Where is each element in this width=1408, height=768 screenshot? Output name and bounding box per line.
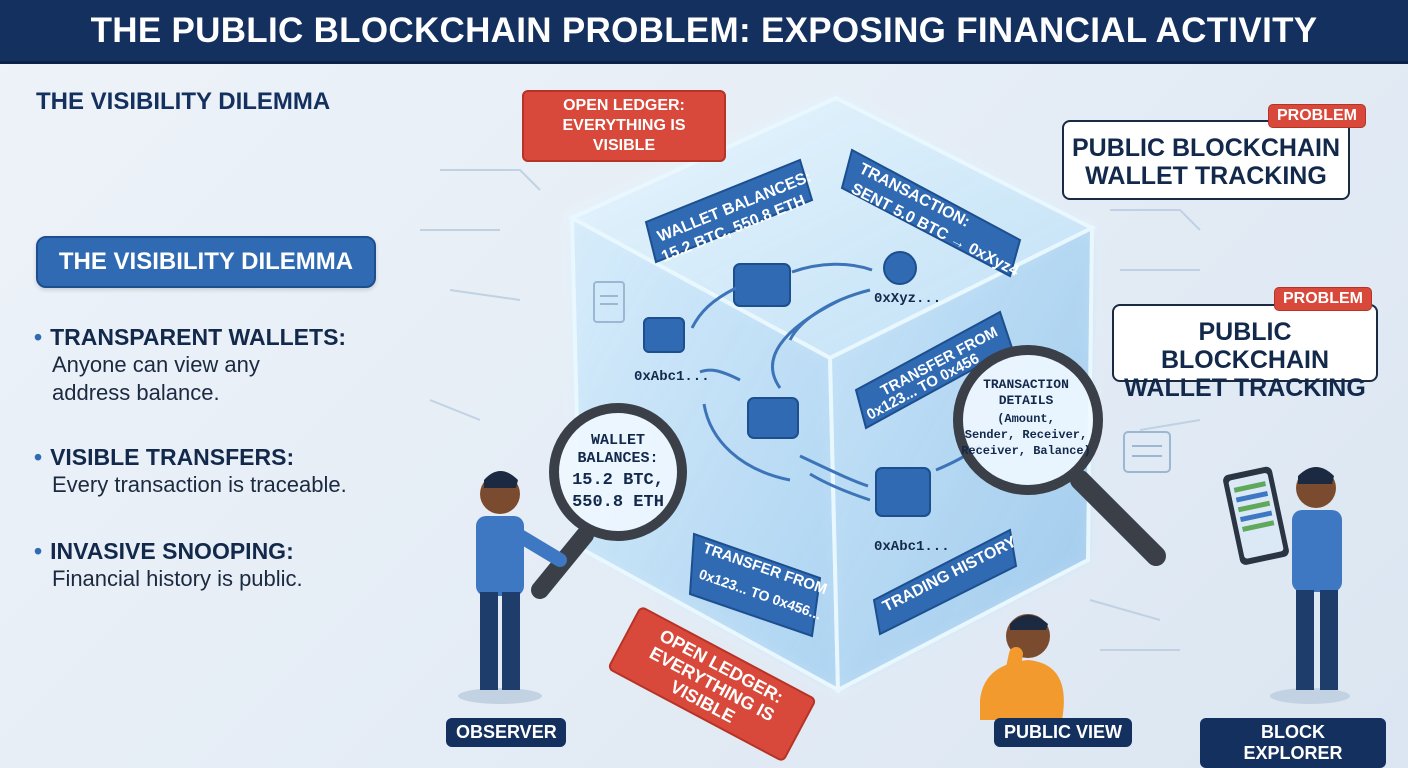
wallet-icon: [643, 251, 931, 517]
bullet-text: Financial history is public.: [52, 566, 303, 591]
bullet-heading: INVASIVE SNOOPING:: [50, 538, 294, 564]
address-left: 0xAbc1...: [634, 369, 710, 385]
bullet-dot-icon: •: [34, 324, 43, 350]
open-ledger-tag-top: OPEN LEDGER: EVERYTHING IS VISIBLE: [522, 90, 726, 162]
magnifier-left-line1: WALLET: [591, 432, 645, 449]
bullet-heading: TRANSPARENT WALLETS:: [50, 324, 347, 350]
block-explorer-label: BLOCK EXPLORER: [1200, 718, 1386, 768]
bullet-heading: VISIBLE TRANSFERS:: [50, 444, 295, 470]
problem-tag: PROBLEM: [1274, 287, 1372, 311]
tablet-icon: [1223, 466, 1289, 565]
public-view-label: PUBLIC VIEW: [994, 718, 1132, 747]
visibility-dilemma-pill: THE VISIBILITY DILEMMA: [36, 236, 376, 288]
header-bar: THE PUBLIC BLOCKCHAIN PROBLEM: EXPOSING …: [0, 0, 1408, 64]
bullet-transparent-wallets: • TRANSPARENT WALLETS: Anyone can view an…: [34, 324, 414, 407]
magnifier-right-line1: TRANSACTION: [983, 377, 1069, 392]
magnifier-left-line3: 15.2 BTC,: [572, 471, 664, 490]
observer-figure: [458, 471, 567, 704]
open-ledger-line1: OPEN LEDGER:: [563, 97, 685, 114]
bullet-text: Anyone can view any: [52, 352, 260, 377]
problem-tag: PROBLEM: [1268, 104, 1366, 128]
magnifier-left-line2: BALANCES:: [577, 450, 658, 467]
bullet-invasive-snooping: • INVASIVE SNOOPING: Financial history is…: [34, 538, 414, 593]
open-ledger-line2: EVERYTHING IS VISIBLE: [562, 117, 686, 154]
magnifier-right-line3: (Amount,: [997, 412, 1055, 426]
page-title: THE PUBLIC BLOCKCHAIN PROBLEM: EXPOSING …: [90, 10, 1318, 50]
address-bottom: 0xAbc1...: [874, 539, 950, 555]
bullet-dot-icon: •: [34, 444, 43, 470]
blockchain-illustration: WALLET BALANCES: 15.2 BTC, 550.8 ETH TRA…: [420, 95, 1350, 720]
callout-line1: PUBLIC BLOCKCHAIN: [1160, 318, 1330, 374]
magnifier-right-line5: Receiver, Balance): [961, 444, 1091, 458]
bullet-visible-transfers: • VISIBLE TRANSFERS: Every transaction is…: [34, 444, 414, 499]
problem-callout-2: PUBLIC BLOCKCHAIN WALLET TRACKING: [1112, 304, 1378, 402]
right-magnifier: TRANSACTION DETAILS (Amount, Sender, Rec…: [953, 345, 1166, 566]
callout-line2: WALLET TRACKING: [1085, 162, 1327, 190]
bullet-text: Every transaction is traceable.: [52, 472, 347, 497]
block-explorer-figure: [1223, 466, 1350, 704]
bullet-dot-icon: •: [34, 538, 43, 564]
address-top: 0xXyz...: [874, 291, 941, 307]
problem-callout-1: PUBLIC BLOCKCHAIN WALLET TRACKING: [1062, 120, 1350, 200]
circuit-lines: [420, 169, 1201, 651]
magnifier-left-line4: 550.8 ETH: [572, 493, 664, 512]
left-magnifier: WALLET BALANCES: 15.2 BTC, 550.8 ETH: [531, 403, 687, 599]
callout-line2: WALLET TRACKING: [1124, 374, 1366, 402]
public-view-figure: [980, 614, 1064, 720]
bullet-text: address balance.: [52, 380, 220, 405]
callout-line1: PUBLIC BLOCKCHAIN: [1071, 134, 1341, 162]
magnifier-right-line4: Sender, Receiver,: [965, 428, 1087, 442]
magnifier-right-line2: DETAILS: [999, 393, 1054, 408]
observer-label: OBSERVER: [446, 718, 566, 747]
document-icon: [593, 281, 1171, 473]
section-title: THE VISIBILITY DILEMMA: [36, 88, 331, 115]
